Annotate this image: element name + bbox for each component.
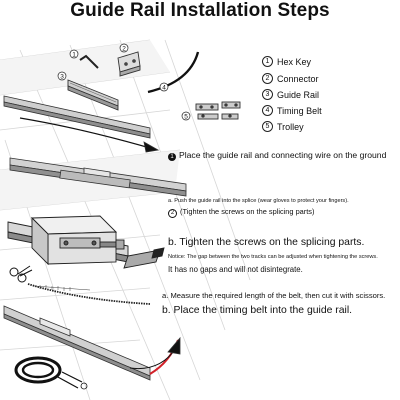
step1-rail <box>3 95 160 153</box>
callout-1-label: 1 <box>72 52 76 59</box>
notice-text: Notice: The gap between the two tracks c… <box>168 254 378 260</box>
connector-icon <box>117 51 141 77</box>
callout-4 <box>159 82 169 92</box>
parts-kit <box>67 51 241 120</box>
scissors-icon-2 <box>55 371 83 389</box>
callout-3-label: 3 <box>60 74 64 81</box>
legend-label: Trolley <box>277 121 304 132</box>
guide-rail-icon <box>67 79 119 111</box>
belt-coil-icon <box>14 356 62 384</box>
step1-label: Place the guide rail and connecting wire… <box>179 150 387 160</box>
legend-label: Timing Belt <box>277 105 322 116</box>
step2b-label: (Tighten the screws on the splicing part… <box>180 207 315 216</box>
step2-number: 2 <box>168 209 177 218</box>
legend-number: 5 <box>262 121 273 132</box>
legend-label: Connector <box>277 73 319 84</box>
step2b-text: 2(Tighten the screws on the splicing par… <box>168 206 400 218</box>
legend-label: Hex Key <box>277 56 312 67</box>
callout-2-label: 2 <box>122 46 126 53</box>
legend-label: Guide Rail <box>277 89 320 100</box>
step1-number: 1 <box>168 153 176 161</box>
legend-item-trolley: 5 Trolley <box>262 121 304 132</box>
step2a-text: a. Push the guide rail into the splice (… <box>168 198 349 204</box>
page-title: Guide Rail Installation Steps <box>70 0 330 21</box>
legend-number: 2 <box>262 73 273 84</box>
step4b-text: b. Place the timing belt into the guide … <box>162 305 353 316</box>
step5-arrow-icon <box>167 336 181 355</box>
legend-number: 1 <box>262 56 273 67</box>
step4-belt-cut <box>9 265 151 305</box>
legend-item-guide-rail: 3 Guide Rail <box>262 89 319 100</box>
legend-item-timing-belt: 4 Timing Belt <box>262 105 322 116</box>
callout-3 <box>57 71 67 81</box>
step3-splice-assembly <box>7 215 165 269</box>
callout-2 <box>119 43 129 53</box>
legend-number: 3 <box>262 89 273 100</box>
step5-belt-rail <box>3 305 181 390</box>
callout-4-label: 4 <box>162 85 166 92</box>
step2-rail <box>9 157 187 197</box>
step3-arrow-icon <box>151 247 165 259</box>
callout-5-label: 5 <box>184 114 188 121</box>
step1-arrow-icon <box>143 141 160 153</box>
legend-item-hex-key: 1 Hex Key <box>262 56 311 67</box>
callout-5 <box>181 111 191 121</box>
legend-item-connector: 2 Connector <box>262 73 319 84</box>
hex-key-icon <box>79 54 99 69</box>
callout-1 <box>69 49 79 59</box>
scissors-icon <box>9 267 19 277</box>
callouts: 1 2 3 4 5 <box>57 43 191 121</box>
step4a-text: a. Measure the required length of the be… <box>162 291 386 300</box>
notice-text-2: It has no gaps and will not disintegrate… <box>168 265 303 274</box>
legend-number: 4 <box>262 105 273 116</box>
trolley-icon <box>195 101 241 120</box>
timing-belt-icon <box>147 51 200 94</box>
step3-title: b. Tighten the screws on the splicing pa… <box>168 237 365 248</box>
